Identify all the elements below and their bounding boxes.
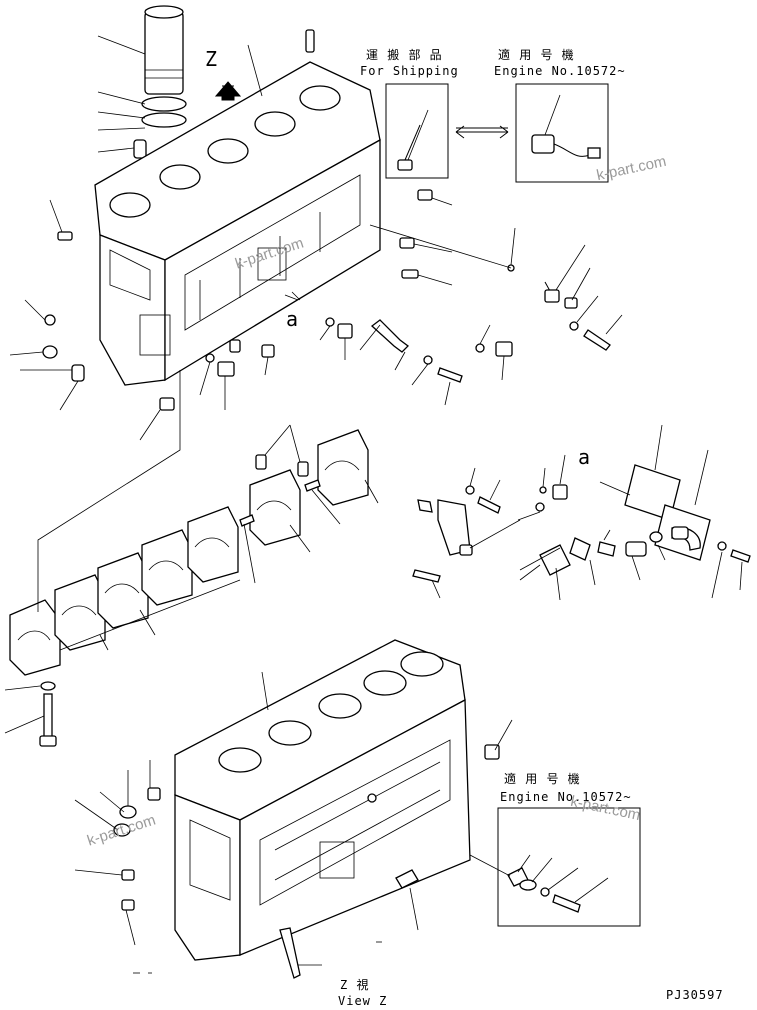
engine-number-box-top — [515, 83, 609, 183]
cylinder-liner-group — [133, 5, 315, 159]
main-bearing-caps — [9, 429, 369, 747]
top-fittings — [42, 189, 611, 411]
reference-a-left: a — [286, 307, 299, 331]
cylinder-block-top — [94, 61, 381, 386]
cylinder-block-bottom — [113, 639, 500, 979]
view-z-jp-caption: Z 視 — [340, 978, 370, 992]
leader-lines-top — [9, 35, 623, 441]
view-z-en-caption: View Z — [338, 994, 388, 1008]
double-arrow — [455, 125, 509, 139]
leader-lines-bottom — [74, 671, 513, 974]
for-shipping-en-label: For Shipping — [360, 64, 459, 78]
engine-number-label-top: Engine No.10572~ — [494, 64, 626, 78]
drawing-number: PJ30597 — [666, 988, 724, 1002]
for-shipping-jp-label: 運 搬 部 品 — [366, 48, 443, 62]
applicable-engine-jp-label-bottom: 適 用 号 機 — [504, 772, 581, 786]
engine-number-label-bottom: Engine No.10572~ — [500, 790, 632, 804]
leader-lines-middle — [4, 420, 379, 734]
for-shipping-box — [385, 83, 449, 179]
leader-lines-right-middle — [431, 424, 743, 601]
view-z-arrow — [214, 81, 242, 101]
oil-cooler-group — [412, 464, 751, 583]
view-z-letter: Z — [205, 47, 218, 71]
engine-number-box-bottom — [469, 807, 641, 927]
applicable-engine-jp-label-top: 適 用 号 機 — [498, 48, 575, 62]
reference-a-right: a — [578, 445, 591, 469]
